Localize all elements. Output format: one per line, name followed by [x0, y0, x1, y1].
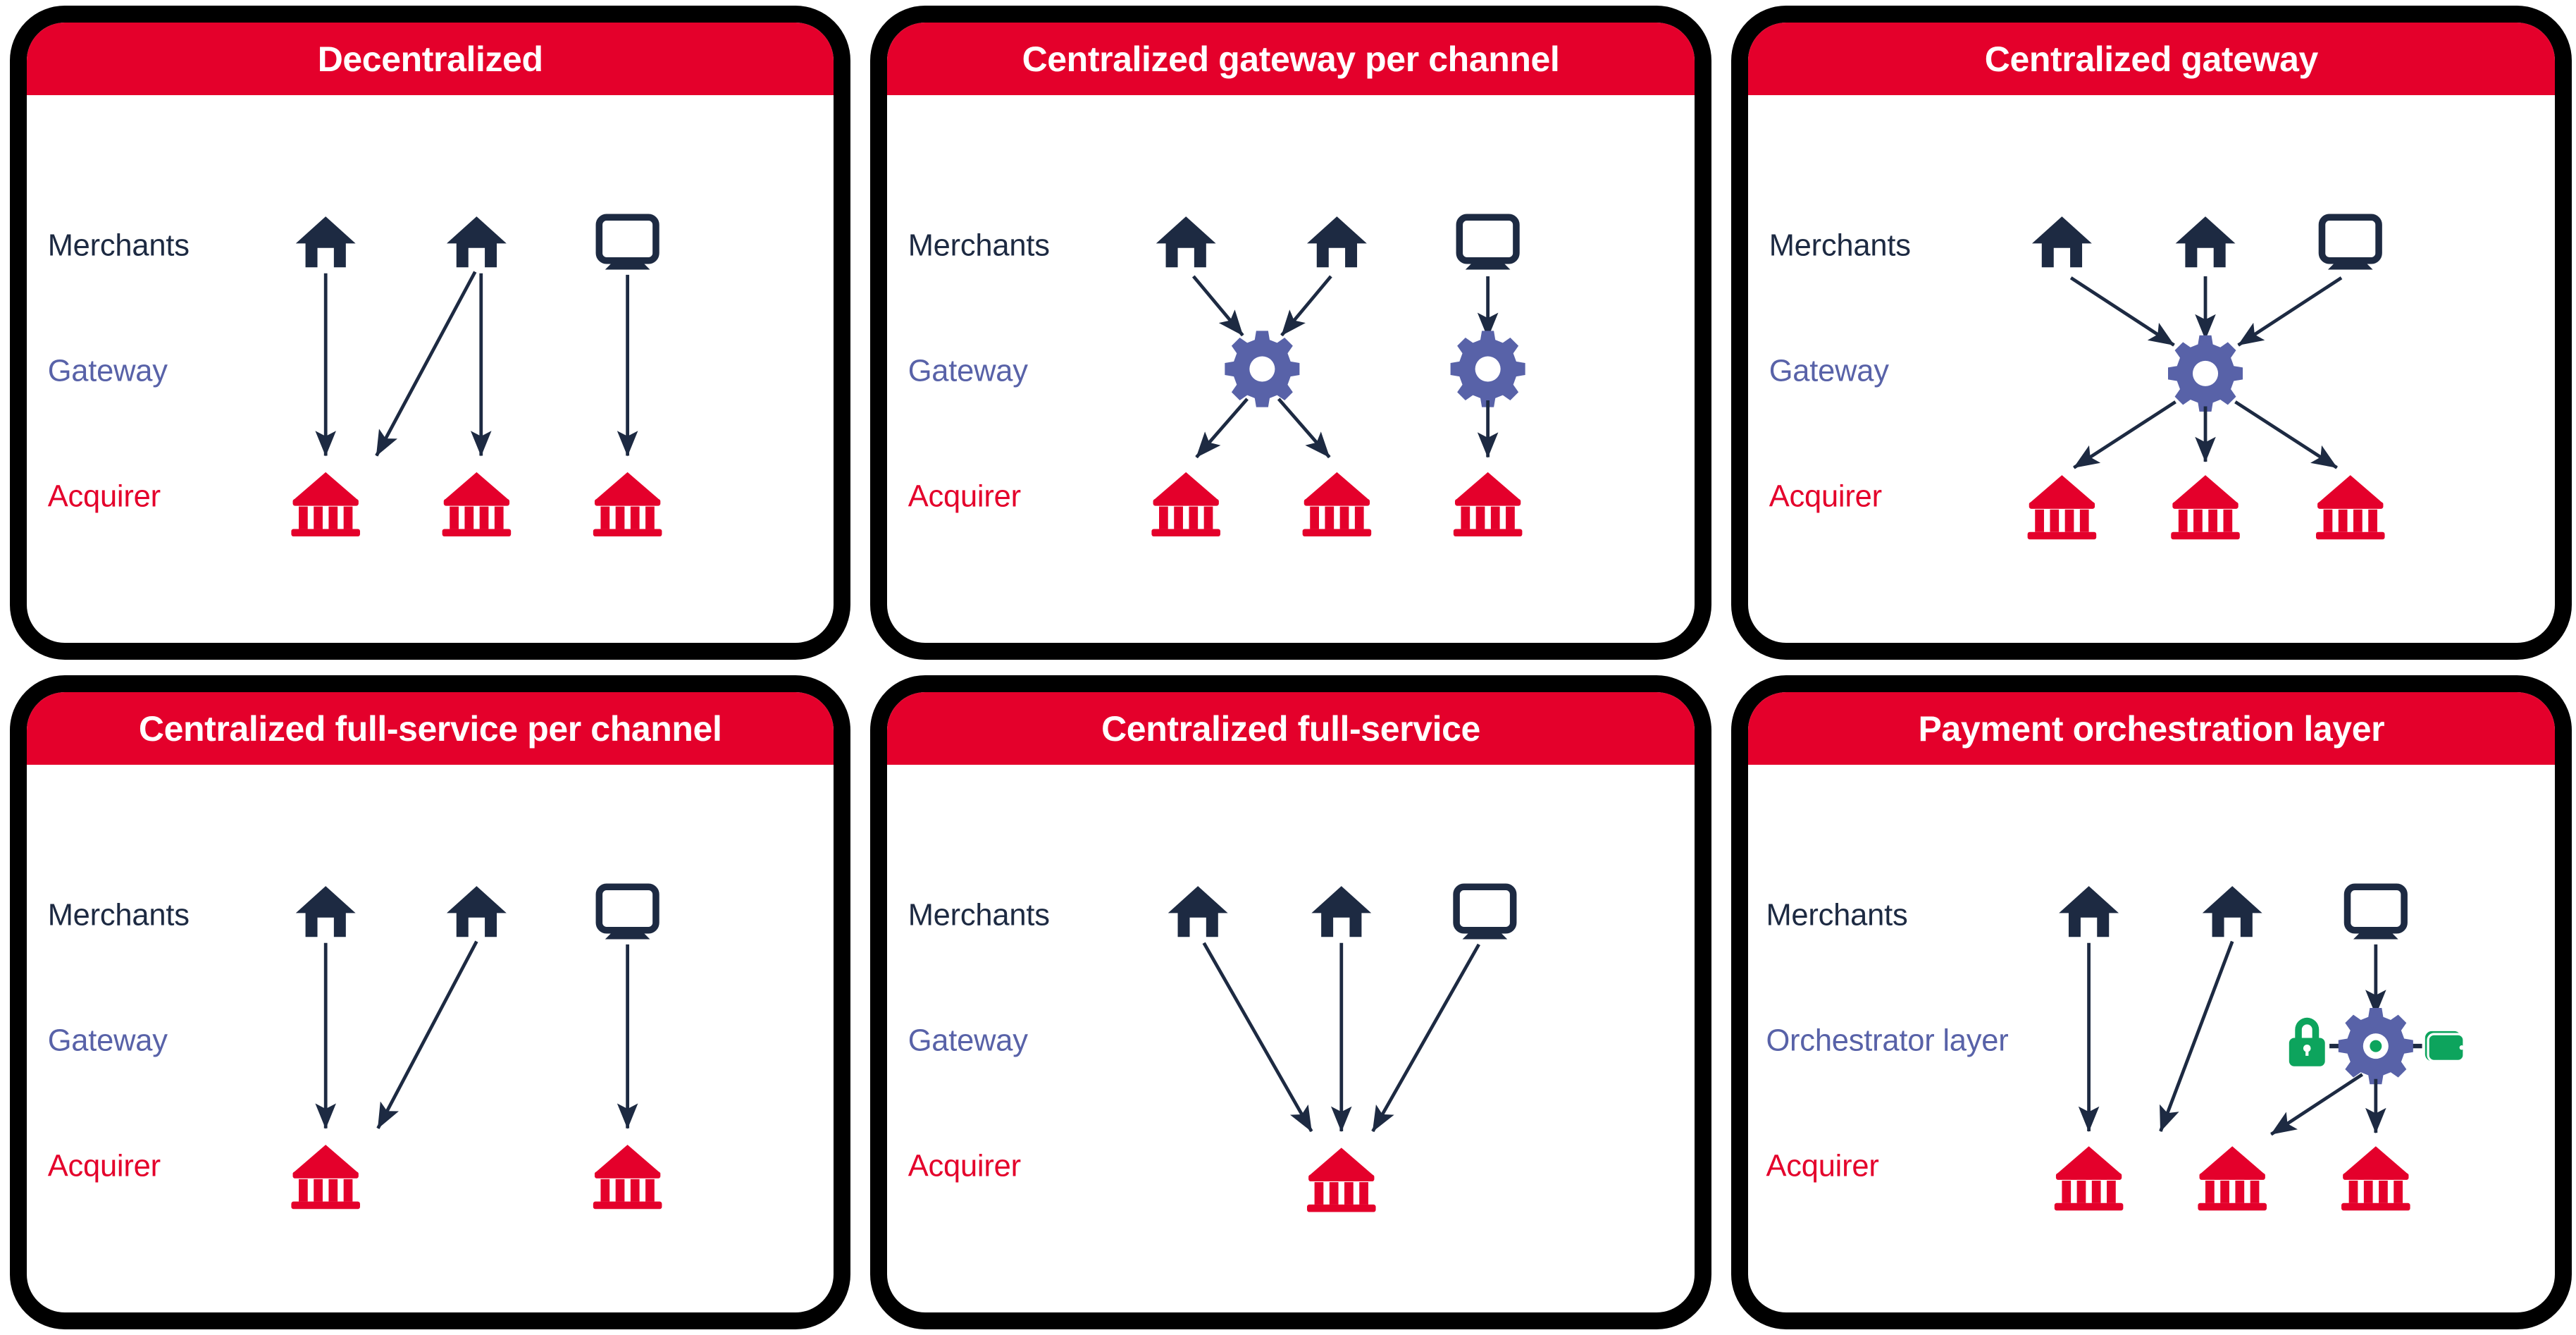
panel-title: Centralized full-service per channel [138, 708, 722, 749]
acquirer-icon-1 [1151, 472, 1221, 537]
acquirer-icon-2 [2198, 1146, 2267, 1211]
panel-title: Payment orchestration layer [1918, 708, 2385, 749]
row-label-acquirer: Acquirer [1769, 480, 1881, 514]
row-label-gateway: Gateway [908, 354, 1029, 388]
diagram-canvas: Merchants Gateway Acquirer [908, 95, 1525, 537]
panel-decentralized: Decentralized [10, 6, 851, 660]
merchant-icon-2 [2202, 886, 2262, 937]
flow-arrows-lower [2072, 400, 2338, 469]
panel-header: Centralized full-service [887, 692, 1695, 765]
gateway-icon-1 [1225, 331, 1300, 407]
panel-title: Centralized full-service [1101, 708, 1480, 749]
row-label-gateway: Gateway [908, 1023, 1029, 1057]
flow-arrows [315, 940, 638, 1129]
gear-icon [2338, 1008, 2413, 1085]
row-label-merchants: Merchants [1766, 898, 1907, 932]
merchant-icon-3 [1460, 217, 1517, 269]
panel-header: Centralized gateway [1747, 23, 2555, 95]
row-label-merchants: Merchants [48, 228, 190, 262]
flow-arrows-upper [1192, 275, 1499, 338]
flow-arrows-upper [2069, 276, 2342, 347]
acquirer-icon-2 [2170, 475, 2240, 540]
merchant-icon-2 [446, 886, 507, 937]
merchant-icon-3 [599, 217, 656, 269]
panel-title: Decentralized [317, 39, 543, 79]
merchant-icon-2 [1311, 886, 1372, 937]
acquirer-icon-2 [1302, 472, 1372, 537]
row-label-gateway: Gateway [1769, 354, 1889, 388]
panel-payment-orchestration-layer: Payment orchestration layer [1730, 675, 2572, 1329]
acquirer-icon-2 [593, 1145, 662, 1210]
panel-header: Centralized full-service per channel [27, 692, 834, 765]
panel-title: Centralized gateway per channel [1022, 39, 1560, 79]
acquirer-icon-3 [2315, 475, 2385, 540]
row-label-merchants: Merchants [908, 898, 1050, 932]
row-label-merchants: Merchants [908, 228, 1050, 262]
panel-body: Merchants Gateway Acquirer [887, 95, 1694, 643]
merchant-icon-1 [1156, 216, 1216, 268]
row-label-orchestrator: Orchestrator layer [1766, 1023, 2008, 1057]
wallet-icon [2423, 1030, 2465, 1062]
flow-arrows-upper [2078, 940, 2386, 1132]
diagram-canvas: Merchants Orchestrator layer Acquirer [1766, 765, 2465, 1211]
flow-arrows [1202, 942, 1481, 1133]
merchant-icon-3 [2322, 217, 2379, 269]
acquirer-icon-2 [442, 472, 512, 537]
panel-centralized-gateway: Centralized gateway [1730, 6, 2572, 660]
merchant-icon-3 [2347, 887, 2404, 939]
row-label-acquirer: Acquirer [48, 1150, 161, 1183]
merchant-icon-1 [1168, 886, 1228, 937]
acquirer-icon-1 [2054, 1146, 2124, 1211]
merchant-icon-1 [295, 216, 356, 268]
panel-centralized-full-service: Centralized full-service [870, 675, 1711, 1329]
diagram-canvas: Merchants Gateway Acquirer [1769, 95, 2385, 540]
merchant-icon-3 [599, 887, 656, 939]
panel-body: Merchants Orchestrator layer Acquirer [1748, 765, 2555, 1312]
panel-centralized-full-service-per-channel: Centralized full-service per channel [10, 675, 851, 1329]
row-label-merchants: Merchants [1769, 228, 1910, 262]
merchant-icon-1 [295, 886, 356, 937]
merchant-icon-3 [1456, 887, 1513, 939]
panel-body: Merchants Gateway Acquirer [27, 95, 834, 643]
panel-header: Payment orchestration layer [1747, 692, 2555, 765]
acquirer-icon-1 [291, 472, 360, 537]
panel-header: Centralized gateway per channel [887, 23, 1695, 95]
merchant-icon-1 [2058, 886, 2119, 937]
row-label-acquirer: Acquirer [48, 480, 161, 514]
panel-title: Centralized gateway [1984, 39, 2319, 79]
row-label-merchants: Merchants [48, 898, 190, 932]
diagram-canvas: Merchants Gateway Acquirer [48, 95, 662, 537]
merchant-icon-2 [2175, 216, 2236, 268]
row-label-acquirer: Acquirer [1766, 1150, 1878, 1183]
merchant-icon-2 [1307, 216, 1368, 268]
flow-arrows-lower [2270, 1073, 2386, 1136]
row-label-acquirer: Acquirer [908, 1150, 1021, 1183]
gateway-icon-2 [1450, 331, 1525, 407]
panel-body: Merchants Gateway Acquirer [887, 765, 1694, 1312]
diagram-canvas: Merchants Gateway Acquirer [48, 765, 662, 1210]
acquirer-icon-3 [593, 472, 662, 537]
row-label-acquirer: Acquirer [908, 480, 1021, 514]
flow-arrows-lower [1195, 398, 1499, 459]
panel-body: Merchants Gateway Acquirer [1748, 95, 2555, 643]
acquirer-icon-3 [1454, 472, 1523, 537]
panel-centralized-gateway-per-channel: Centralized gateway per channel [870, 6, 1711, 660]
acquirer-icon-3 [2341, 1146, 2410, 1211]
acquirer-icon-1 [2027, 475, 2096, 540]
row-label-gateway: Gateway [48, 354, 168, 388]
acquirer-icon-1 [291, 1145, 360, 1210]
flow-arrows [315, 271, 638, 457]
acquirer-icon-1 [1307, 1148, 1376, 1212]
merchant-icon-1 [2031, 216, 2092, 268]
panel-body: Merchants Gateway Acquirer [27, 765, 834, 1312]
row-label-gateway: Gateway [48, 1023, 168, 1057]
merchant-icon-2 [446, 216, 507, 268]
panel-header: Decentralized [27, 23, 834, 95]
orchestrator-group [2289, 1008, 2465, 1085]
lock-icon [2289, 1017, 2325, 1066]
gateway-icon-1 [2167, 335, 2243, 412]
diagram-canvas: Merchants Gateway Acquirer [908, 765, 1694, 1212]
